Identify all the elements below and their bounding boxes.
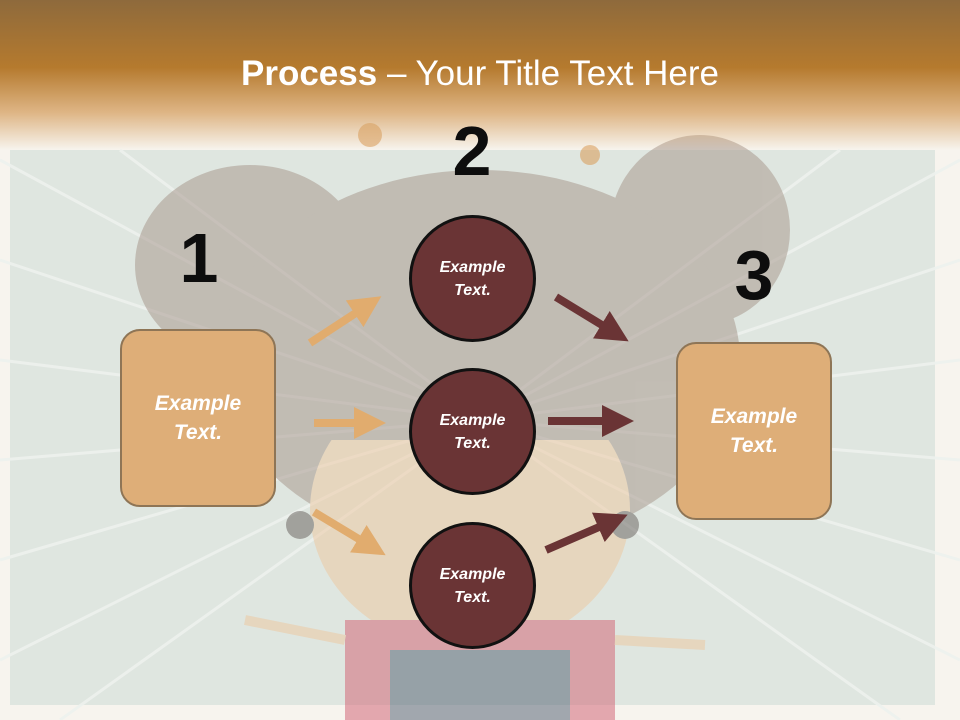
process-circle-top-text: Example Text. (439, 258, 506, 299)
process-circle-middle: Example Text. (409, 368, 536, 495)
process-box-left: Example Text. (120, 329, 276, 507)
title-rest: – Your Title Text Here (377, 54, 719, 93)
title-bold: Process (241, 54, 378, 93)
arrow-circle-top-to-box (553, 293, 629, 342)
header-band (0, 0, 960, 150)
step-number-3: 3 (734, 236, 774, 314)
arrow-box-to-circle-top (307, 296, 382, 347)
process-circle-bottom-text: Example Text. (439, 565, 506, 606)
arrow-box-to-circle-bottom (311, 508, 386, 556)
slide-title: Process – Your Title Text Here (0, 50, 960, 98)
process-box-right: Example Text. (676, 342, 832, 520)
process-circle-bottom: Example Text. (409, 522, 536, 649)
process-box-left-text: Example Text. (154, 392, 242, 444)
arrow-circle-bottom-to-box (544, 512, 628, 554)
process-box-right-text: Example Text. (710, 405, 798, 457)
step-number-1: 1 (179, 219, 219, 297)
process-circle-top: Example Text. (409, 215, 536, 342)
process-circle-middle-text: Example Text. (439, 411, 506, 452)
step-number-2: 2 (452, 112, 492, 190)
girl-figure (135, 123, 790, 720)
